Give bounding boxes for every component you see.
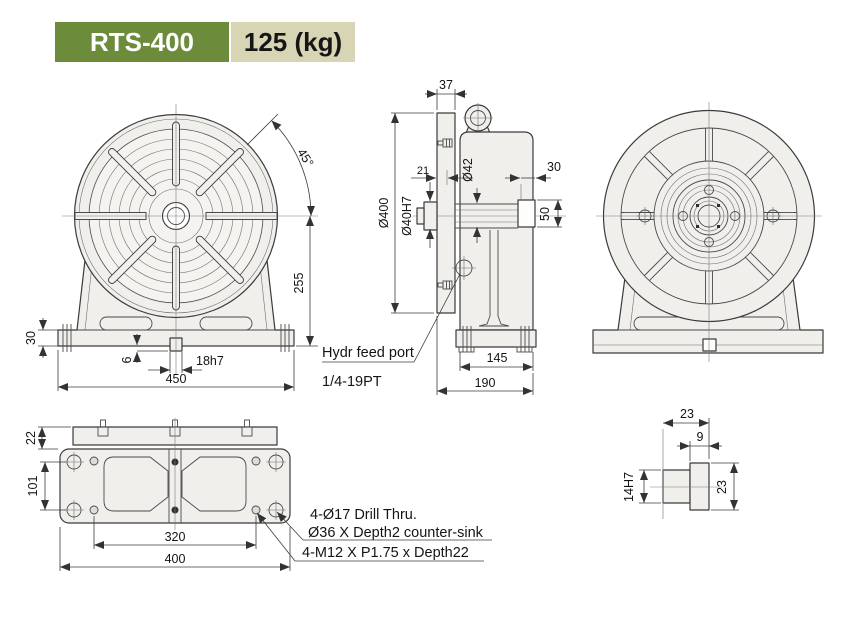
dim-21: 21 [417, 165, 429, 177]
dim-37: 37 [439, 78, 453, 92]
dim-22: 22 [24, 431, 38, 445]
bottom-view: 22 101 320 400 4-Ø17 Drill Thru. Ø36 X D… [24, 418, 492, 571]
port-thread-label: 1/4-19PT [322, 374, 382, 390]
key-head [689, 462, 710, 511]
note-drill-thru: 4-Ø17 Drill Thru. [310, 507, 417, 523]
dim-18h7: 18h7 [196, 354, 224, 368]
side-view: Hydr feed port 1/4-19PT 37 Ø400 21 Ø42 [322, 78, 566, 395]
dim-30-front: 30 [24, 331, 38, 345]
hub-marks [696, 204, 720, 228]
dim-30-side: 30 [547, 160, 561, 174]
table-stud-upper [437, 138, 453, 148]
front-slot-right [199, 316, 253, 331]
dim-50: 50 [538, 207, 552, 221]
table-stud-lower [437, 280, 453, 290]
t-slots [74, 121, 278, 311]
dim-255: 255 [292, 273, 306, 294]
weight-badge: 125 (kg) [231, 22, 355, 62]
dim-6: 6 [120, 356, 134, 363]
dim-145: 145 [487, 351, 508, 365]
dim-45deg: 45° [294, 146, 316, 169]
port-label: Hydr feed port [322, 345, 414, 361]
pocket-left [103, 456, 169, 512]
front-view: 45° 255 30 6 18h7 450 [24, 104, 318, 391]
model-badge: RTS-400 [55, 22, 229, 62]
dim-14h7: 14H7 [622, 472, 636, 502]
note-tap: 4-M12 X P1.75 x Depth22 [302, 545, 469, 561]
dim-23-top: 23 [680, 407, 694, 421]
key-detail-view: 23 9 14H7 23 [622, 407, 739, 519]
dim-dia42: Ø42 [461, 158, 475, 182]
dim-320: 320 [165, 530, 186, 544]
mount-holes-large [64, 452, 286, 520]
key-shank [662, 469, 691, 504]
rear-view [592, 102, 824, 362]
front-slot-left [99, 316, 153, 331]
spigot-step1 [423, 201, 438, 231]
pocket-right [181, 456, 247, 512]
dim-450: 450 [166, 372, 187, 386]
dim-23-right: 23 [715, 480, 729, 494]
tap-holes-small [89, 456, 261, 515]
dim-dia40h7: Ø40H7 [400, 196, 414, 236]
dim-dia400: Ø400 [377, 198, 391, 229]
rear-locating-key [702, 338, 717, 352]
dim-190: 190 [475, 376, 496, 390]
dim-9: 9 [697, 430, 704, 444]
side-base [455, 329, 537, 348]
title-bar: RTS-400 125 (kg) [55, 22, 355, 62]
rear-bore-boss [517, 199, 536, 228]
note-counter-sink: Ø36 X Depth2 counter-sink [308, 525, 484, 541]
dim-101: 101 [26, 476, 40, 497]
dim-400: 400 [165, 552, 186, 566]
spigot-step2 [416, 207, 425, 225]
